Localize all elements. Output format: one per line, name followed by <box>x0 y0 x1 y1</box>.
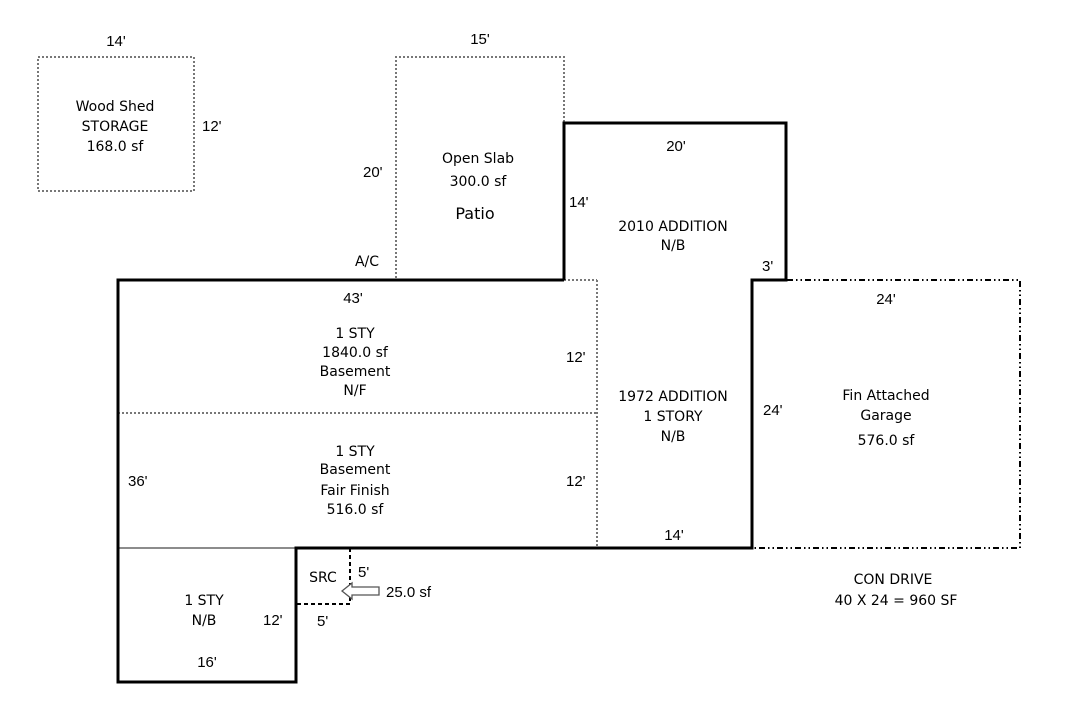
main-width-label: 43' <box>343 290 363 307</box>
main-house-perimeter <box>116 121 788 684</box>
garage-depth-label: 24' <box>763 402 783 419</box>
stoop-name-label: SRC <box>309 570 337 586</box>
main-upper-basement-label: Basement <box>320 364 391 380</box>
addition-2010-offset-label: 3' <box>762 258 773 275</box>
addition-1972-width-label: 14' <box>664 527 684 544</box>
garage-outline <box>752 279 1021 549</box>
patio-type-label: Patio <box>455 204 494 223</box>
addition-2010-status-label: N/B <box>661 238 686 254</box>
patio-width-label: 15' <box>470 31 490 48</box>
wing-status-label: N/B <box>192 613 217 629</box>
garage-width-label: 24' <box>876 291 896 308</box>
addition-2010-width-label: 20' <box>666 138 686 155</box>
main-upper-area-label: 1840.0 sf <box>322 345 389 361</box>
wood-shed-outline <box>37 56 195 192</box>
patio-outline <box>395 56 565 278</box>
addition-2010-depth-label: 14' <box>569 194 589 211</box>
addition-1972-status-label: N/B <box>661 429 686 445</box>
stoop-width-label: 5' <box>317 613 328 630</box>
garage-line1-label: Fin Attached <box>842 388 929 404</box>
main-upper-depth-label: 12' <box>566 349 586 366</box>
stoop-depth-label: 5' <box>358 564 369 581</box>
wing-stories-label: 1 STY <box>184 593 224 609</box>
patio-area-label: 300.0 sf <box>450 174 508 190</box>
main-lower-stories-label: 1 STY <box>335 444 375 460</box>
main-lower-basement-label: Basement <box>320 462 391 478</box>
patio-depth-label: 20' <box>363 164 383 181</box>
garage-line2-label: Garage <box>860 408 911 424</box>
main-lower-finish-label: Fair Finish <box>320 483 389 499</box>
main-total-depth-label: 36' <box>128 473 148 490</box>
addition-2010-name-label: 2010 ADDITION <box>618 219 728 235</box>
wing-width-label: 16' <box>197 654 217 671</box>
main-upper-finish-label: N/F <box>343 383 366 399</box>
shed-depth-label: 12' <box>202 118 222 135</box>
stoop-arrow-icon <box>340 581 380 601</box>
drive-name-label: CON DRIVE <box>854 572 933 588</box>
ac-label: A/C <box>355 254 379 270</box>
stoop-area-label: 25.0 sf <box>386 584 432 601</box>
shed-name-label: Wood Shed <box>76 99 155 115</box>
shed-use-label: STORAGE <box>82 119 149 135</box>
shed-area-label: 168.0 sf <box>87 139 145 155</box>
main-lower-depth-label: 12' <box>566 473 586 490</box>
main-upper-stories-label: 1 STY <box>335 326 375 342</box>
garage-area-label: 576.0 sf <box>858 433 916 449</box>
patio-name-label: Open Slab <box>442 151 514 167</box>
addition-1972-stories-label: 1 STORY <box>643 409 703 425</box>
shed-width-label: 14' <box>106 33 126 50</box>
stoop-outline <box>296 548 351 605</box>
drive-calc-label: 40 X 24 = 960 SF <box>835 593 958 609</box>
main-lower-area-label: 516.0 sf <box>327 502 385 518</box>
addition-1972-name-label: 1972 ADDITION <box>618 389 728 405</box>
wing-depth-label: 12' <box>263 612 283 629</box>
